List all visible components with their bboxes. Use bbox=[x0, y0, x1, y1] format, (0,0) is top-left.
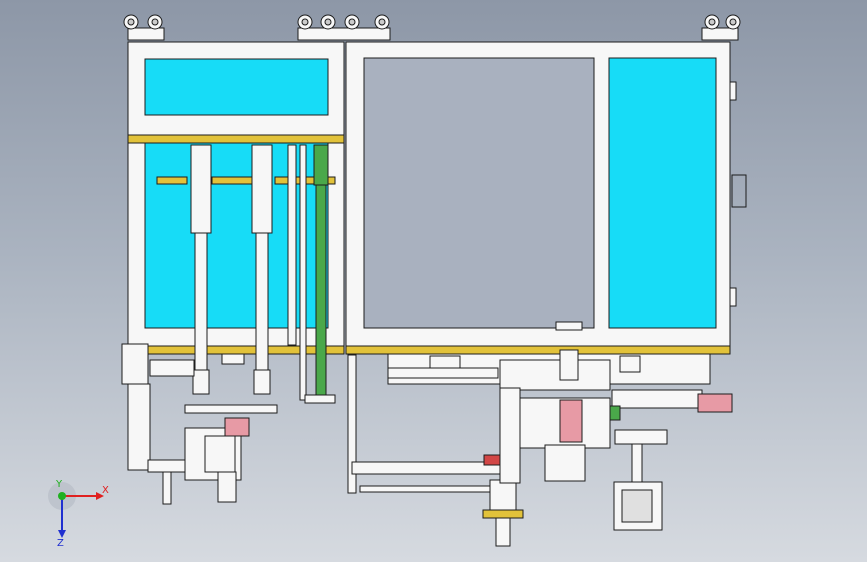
rail-bottom-left bbox=[127, 345, 345, 355]
rail-upper-left bbox=[127, 134, 345, 144]
triad-x-label: X bbox=[102, 485, 109, 496]
glass-panel-right bbox=[608, 57, 717, 329]
axis-triad: X Y Z bbox=[48, 479, 109, 548]
caster-wheel-middle bbox=[297, 14, 391, 41]
middle-lower-frame bbox=[347, 354, 524, 547]
caster-wheel-right bbox=[701, 14, 741, 41]
actuator-column-2 bbox=[251, 144, 273, 395]
rail-bottom-right bbox=[345, 345, 731, 355]
glass-panel-lower-left bbox=[144, 142, 329, 329]
green-guide-rod bbox=[304, 144, 336, 404]
window-panel-center bbox=[363, 57, 595, 329]
triad-x-arrow-icon bbox=[96, 492, 104, 500]
triad-z-label: Z bbox=[57, 538, 64, 548]
triad-z-arrow-icon bbox=[58, 530, 66, 538]
center-cylinder-assembly bbox=[499, 349, 611, 484]
triad-y-label: Y bbox=[55, 479, 63, 490]
actuator-column-3 bbox=[287, 144, 307, 401]
triad-y-axis-dot bbox=[58, 492, 66, 500]
right-lower-assembly bbox=[609, 389, 733, 531]
right-side-handle bbox=[731, 174, 747, 208]
actuator-column-1 bbox=[190, 144, 212, 395]
glass-panel-top-left bbox=[144, 58, 329, 116]
caster-wheel-left bbox=[123, 14, 165, 41]
left-lower-assembly bbox=[121, 343, 278, 505]
